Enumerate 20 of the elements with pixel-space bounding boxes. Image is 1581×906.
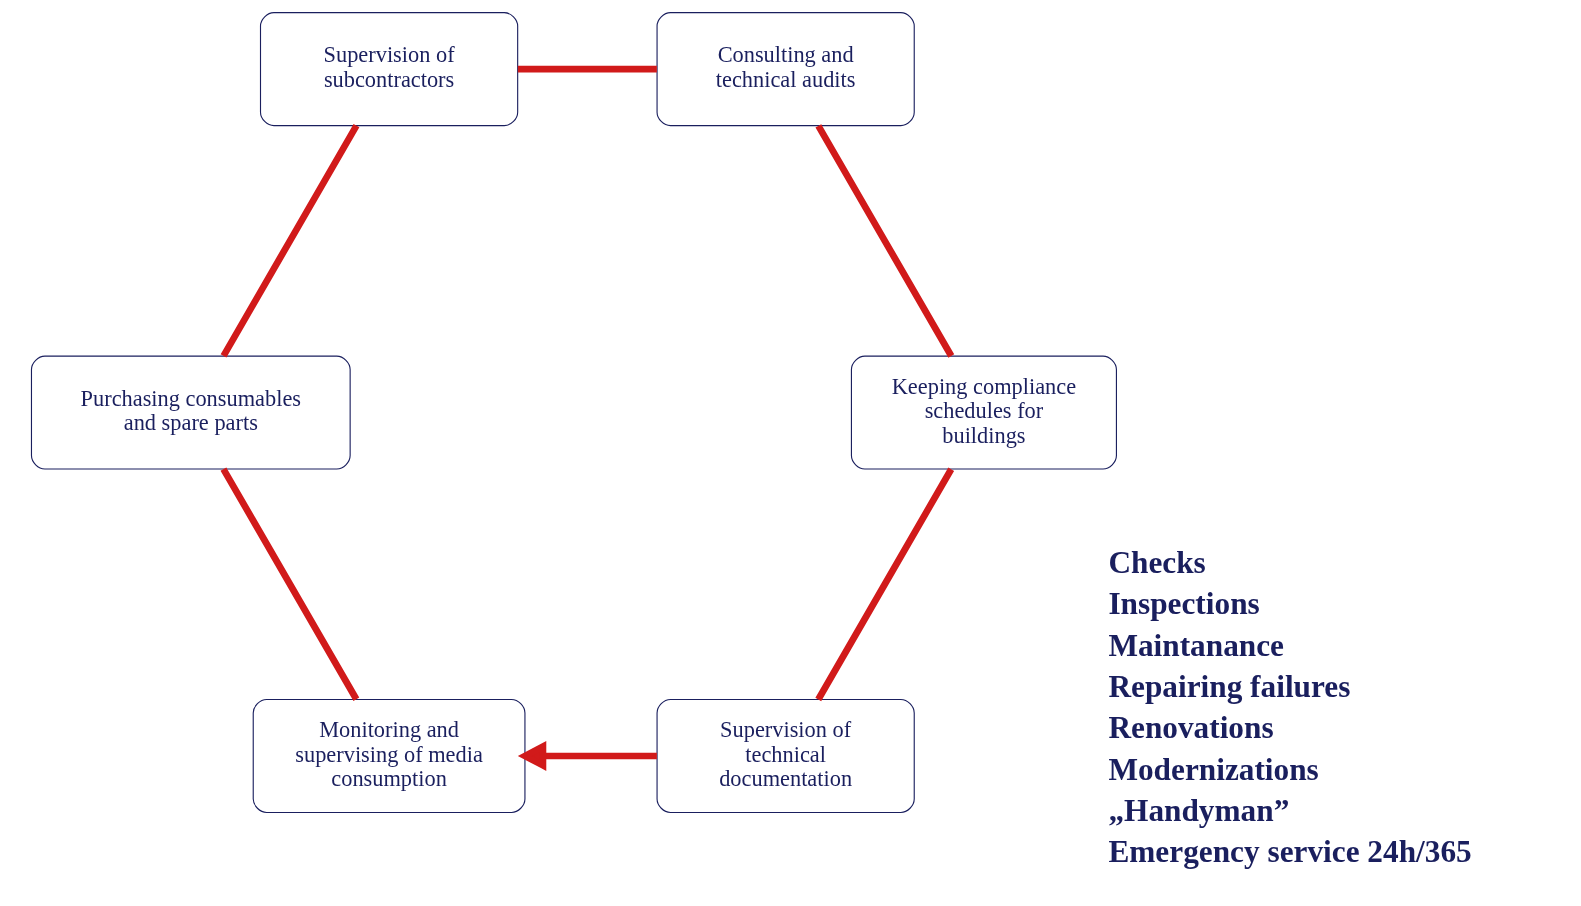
label: Maintanance [1108, 627, 1285, 663]
label: Repairing failures [1108, 669, 1351, 705]
node-box: Purchasing consumables and spare parts [30, 355, 351, 470]
node-box: Consulting and technical audits [656, 12, 915, 127]
node-box: Monitoring and supervising of media consumption [252, 698, 526, 813]
connector [220, 123, 360, 358]
connector [815, 124, 955, 358]
label: Renovations [1108, 710, 1274, 746]
label: Inspections [1108, 586, 1260, 622]
connector [220, 467, 360, 701]
connector [815, 467, 955, 702]
label: „Handyman” [1108, 793, 1290, 829]
arrow [517, 741, 657, 771]
node-box: Keeping compliance schedules for buildings [850, 355, 1117, 470]
connector [517, 65, 657, 73]
label: Emergency service 24h/365 [1108, 834, 1472, 870]
node-box: Supervision of technical documentation [656, 698, 915, 813]
node-box: Supervision of subcontractors [259, 12, 519, 127]
label: Modernizations [1108, 751, 1319, 787]
label: Checks [1108, 544, 1206, 580]
